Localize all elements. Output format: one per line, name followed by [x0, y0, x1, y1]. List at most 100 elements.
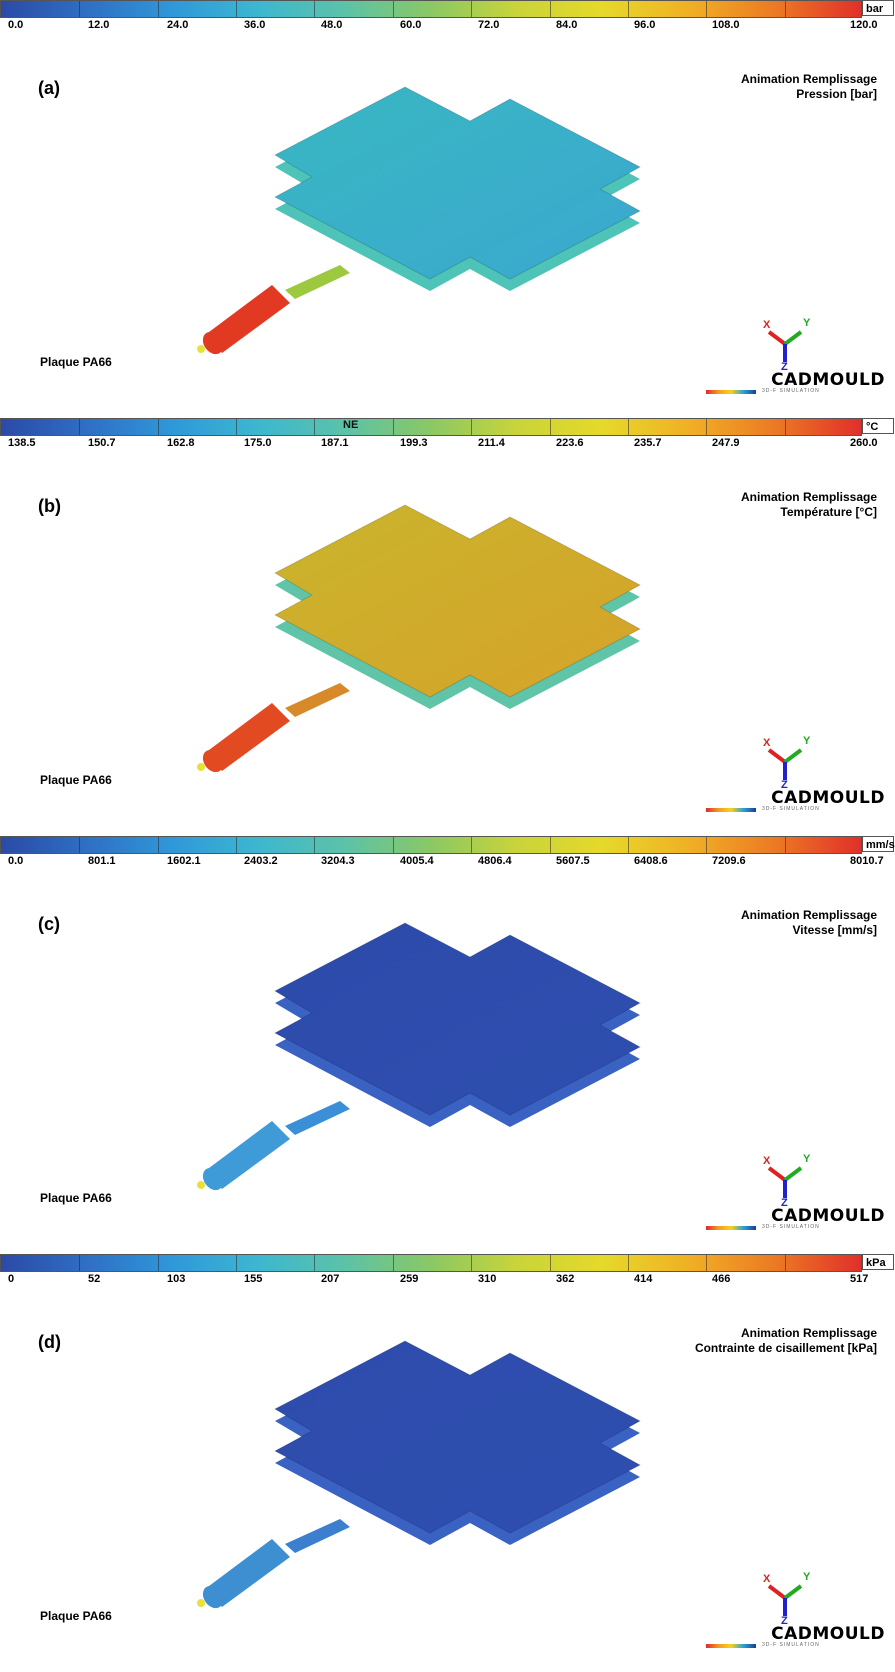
scale-divider	[392, 419, 394, 435]
scale-tick-label: 235.7	[634, 437, 662, 449]
scale-tick-label: 162.8	[167, 437, 195, 449]
scale-tick-label: 3204.3	[321, 855, 355, 867]
part-name-label: Plaque PA66	[40, 773, 112, 787]
x-axis-label: X	[763, 319, 771, 331]
scale-tick-label: 108.0	[712, 19, 740, 31]
sprue-tip	[202, 1167, 224, 1191]
scale-divider	[784, 419, 786, 435]
scale-divider	[784, 1, 786, 17]
scale-tick-label: 120.0	[850, 19, 878, 31]
unit-label: bar	[862, 0, 894, 16]
unit-label: °C	[862, 418, 894, 434]
panel-label: (d)	[38, 1332, 61, 1352]
sprue	[205, 285, 290, 353]
scale-divider	[157, 837, 159, 853]
scale-divider	[236, 1255, 238, 1271]
z-axis-label: Z	[781, 1615, 788, 1626]
scale-divider	[314, 1, 316, 17]
z-axis-label: Z	[781, 779, 788, 790]
cadmould-logo: CADMOULD	[771, 1624, 885, 1644]
scale-tick-label: 211.4	[478, 437, 505, 449]
logo-stripe	[706, 390, 756, 394]
result-title-line: Contrainte de cisaillement [kPa]	[694, 1341, 877, 1355]
result-title-line: Vitesse [mm/s]	[792, 923, 878, 937]
scale-tick-label: 260.0	[850, 437, 878, 449]
color-scale-bar	[0, 836, 862, 854]
scale-divider	[627, 1255, 629, 1271]
scale-divider	[706, 837, 708, 853]
unit-label: mm/s	[862, 836, 895, 852]
runner	[285, 683, 350, 717]
runner	[285, 265, 350, 299]
cadmould-logo: CADMOULD	[771, 370, 885, 390]
scale-divider	[549, 1255, 551, 1271]
scale-divider	[706, 419, 708, 435]
x-axis-label: X	[763, 1573, 771, 1585]
logo-stripe	[706, 1644, 756, 1648]
scale-tick-label: 0.0	[8, 19, 24, 31]
mold-part-render	[197, 922, 642, 1191]
scale-divider	[784, 837, 786, 853]
scale-tick-label: 138.5	[8, 437, 36, 449]
logo-subtitle: 3D-F SIMULATION	[762, 388, 820, 394]
part-name-label: Plaque PA66	[40, 355, 112, 369]
y-axis-arrow	[783, 748, 803, 764]
scale-tick-label: 4806.4	[478, 855, 512, 867]
ne-marker-label: NE	[343, 419, 359, 431]
sprue-tip	[202, 749, 224, 773]
scale-divider	[471, 1, 473, 17]
z-axis-label: Z	[781, 361, 788, 372]
logo-subtitle: 3D-F SIMULATION	[762, 1224, 820, 1230]
scale-divider	[236, 419, 238, 435]
scale-tick-label: 223.6	[556, 437, 584, 449]
x-axis-arrow	[767, 330, 787, 346]
scale-tick-label: 7209.6	[712, 855, 746, 867]
scale-divider	[471, 1255, 473, 1271]
mold-part-render	[197, 1340, 642, 1609]
sprue-tip	[202, 331, 224, 355]
scale-divider	[627, 419, 629, 435]
scale-divider	[236, 837, 238, 853]
scale-divider	[549, 419, 551, 435]
scale-divider	[79, 1, 81, 17]
y-axis-label: Y	[803, 735, 811, 747]
scale-divider	[392, 1, 394, 17]
scale-tick-label: 259	[400, 1273, 419, 1285]
result-title-line: Pression [bar]	[796, 87, 877, 101]
x-axis-arrow	[767, 1166, 787, 1182]
result-title-line: Animation Remplissage	[740, 72, 877, 86]
scale-tick-label: 5607.5	[556, 855, 590, 867]
logo-stripe	[706, 808, 756, 812]
runner	[285, 1519, 350, 1553]
scale-divider	[706, 1, 708, 17]
y-axis-arrow	[783, 330, 803, 346]
scale-dividers	[1, 837, 861, 853]
sprue-tip	[202, 1585, 224, 1609]
scale-divider	[392, 837, 394, 853]
scale-divider	[627, 837, 629, 853]
scale-divider	[549, 1, 551, 17]
scale-divider	[627, 1, 629, 17]
scale-divider	[314, 419, 316, 435]
scale-tick-label: 187.1	[321, 437, 349, 449]
result-title-line: Animation Remplissage	[740, 908, 877, 922]
scale-tick-label: 310	[478, 1273, 497, 1285]
cadmould-logo: CADMOULD	[771, 788, 885, 808]
mold-part-render	[197, 86, 642, 355]
panel-label: (b)	[38, 496, 61, 516]
color-scale-bar	[0, 1254, 862, 1272]
panel-label: (c)	[38, 914, 60, 934]
y-axis-arrow	[783, 1166, 803, 1182]
scale-divider	[471, 837, 473, 853]
part-name-label: Plaque PA66	[40, 1609, 112, 1623]
